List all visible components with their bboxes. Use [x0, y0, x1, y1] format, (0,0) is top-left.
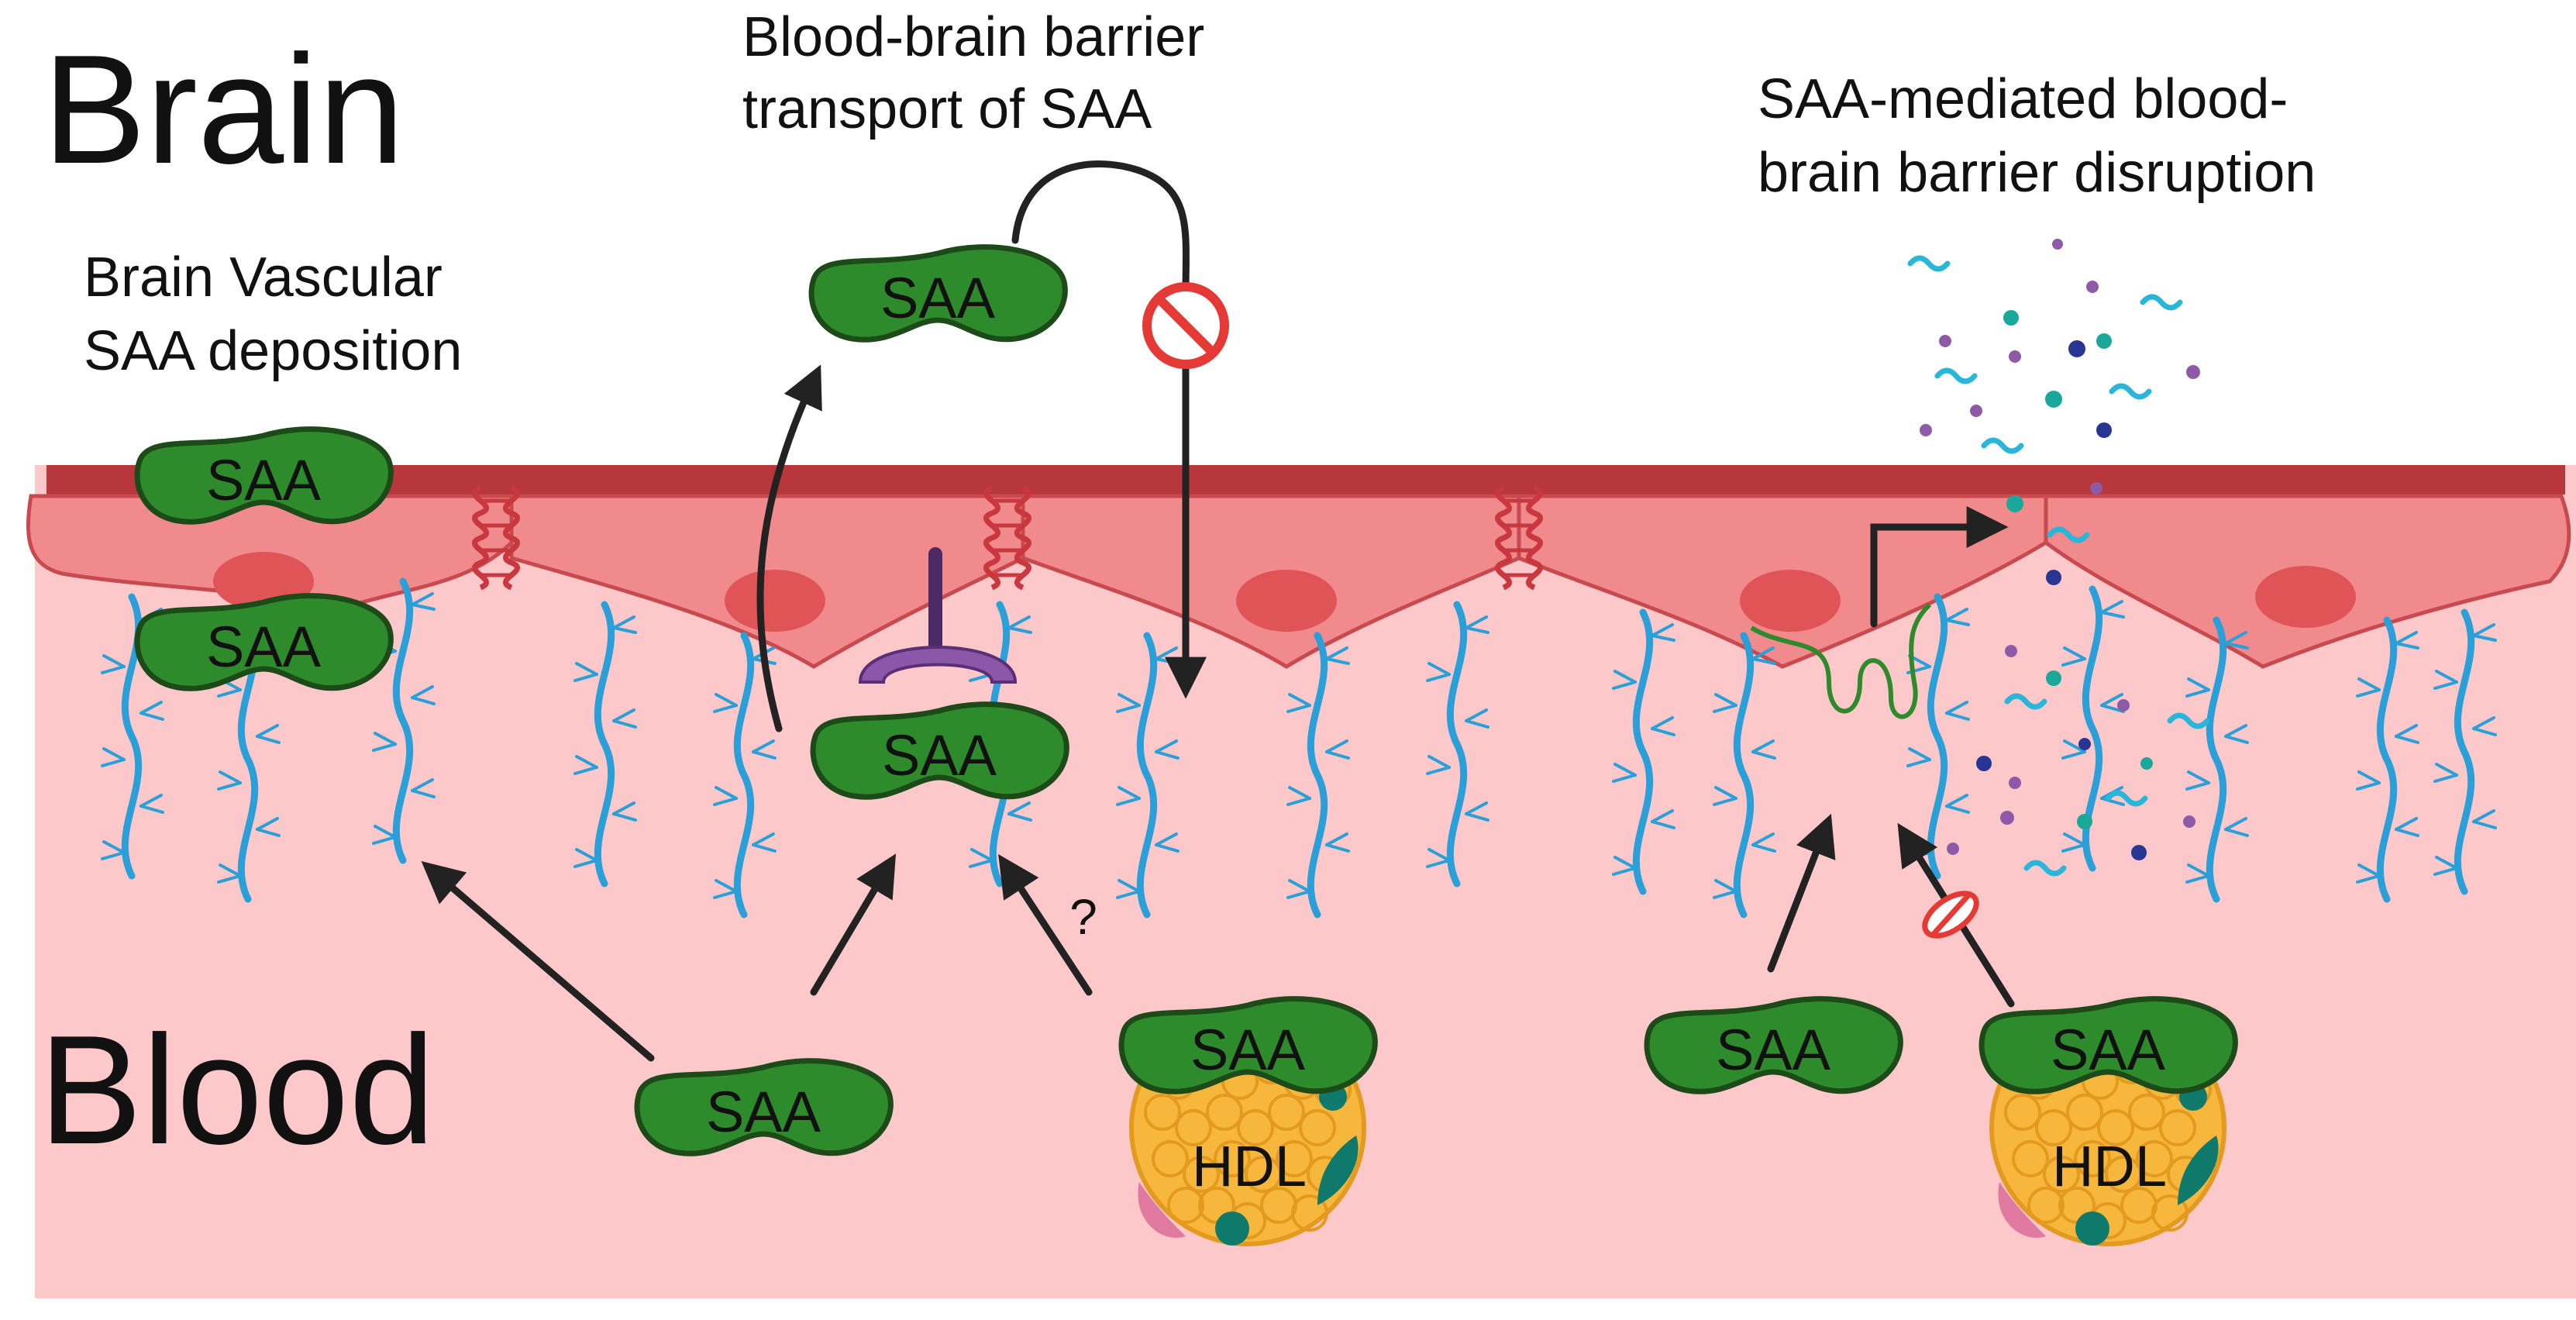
caption-transport-line2: transport of SAA	[742, 78, 1152, 140]
caption-transport-line1: Blood-brain barrier	[742, 6, 1204, 68]
region-label-brain: Brain	[43, 23, 405, 196]
arrow-hdl-saa-to-receptor	[998, 853, 1093, 996]
hdl-label-1: HDL	[1192, 1134, 1307, 1198]
leak-particles	[1907, 239, 2210, 877]
hdl-particle-1: HDL	[1131, 1012, 1364, 1246]
disrupted-junction-protein	[1750, 602, 1932, 719]
svg-text:SAA: SAA	[880, 266, 996, 330]
svg-text:SAA: SAA	[1716, 1018, 1831, 1082]
caption-vascular-line1: Brain Vascular	[84, 246, 443, 308]
hdl-particle-2: HDL	[1992, 1012, 2224, 1246]
arrow-saa-to-receptor	[810, 853, 897, 996]
arrow-blood-to-brain	[756, 364, 822, 732]
arrow-vascular-deposition	[421, 860, 655, 1062]
basement-membrane	[46, 465, 2565, 495]
svg-text:SAA: SAA	[882, 723, 997, 788]
svg-text:SAA: SAA	[2051, 1018, 2166, 1082]
receptor-icon	[858, 547, 1018, 684]
nuclei	[213, 552, 2356, 632]
svg-text:SAA: SAA	[206, 615, 322, 679]
caption-disruption-line2: brain barrier disruption	[1758, 142, 2316, 204]
svg-text:SAA: SAA	[706, 1080, 821, 1144]
arrow-saa-disruption	[1767, 813, 1836, 973]
arrow-brain-to-blood	[1011, 160, 1207, 699]
svg-text:SAA: SAA	[206, 448, 322, 512]
unknown-mechanism-mark: ?	[1069, 889, 1097, 945]
svg-text:SAA: SAA	[1190, 1018, 1306, 1082]
saa-labels: SAA SAA SAA SAA SAA SAA SAA SAA	[206, 266, 2166, 1144]
inhibit-slash-icon	[1922, 891, 1979, 939]
caption-disruption-line1: SAA-mediated blood-	[1758, 68, 2288, 130]
no-entry-icon	[1142, 282, 1229, 369]
caption-vascular-line2: SAA deposition	[84, 320, 462, 382]
arrow-disruption-signal	[1870, 506, 2009, 628]
hdl-label-2: HDL	[2052, 1134, 2167, 1198]
region-label-blood: Blood	[39, 1004, 436, 1177]
